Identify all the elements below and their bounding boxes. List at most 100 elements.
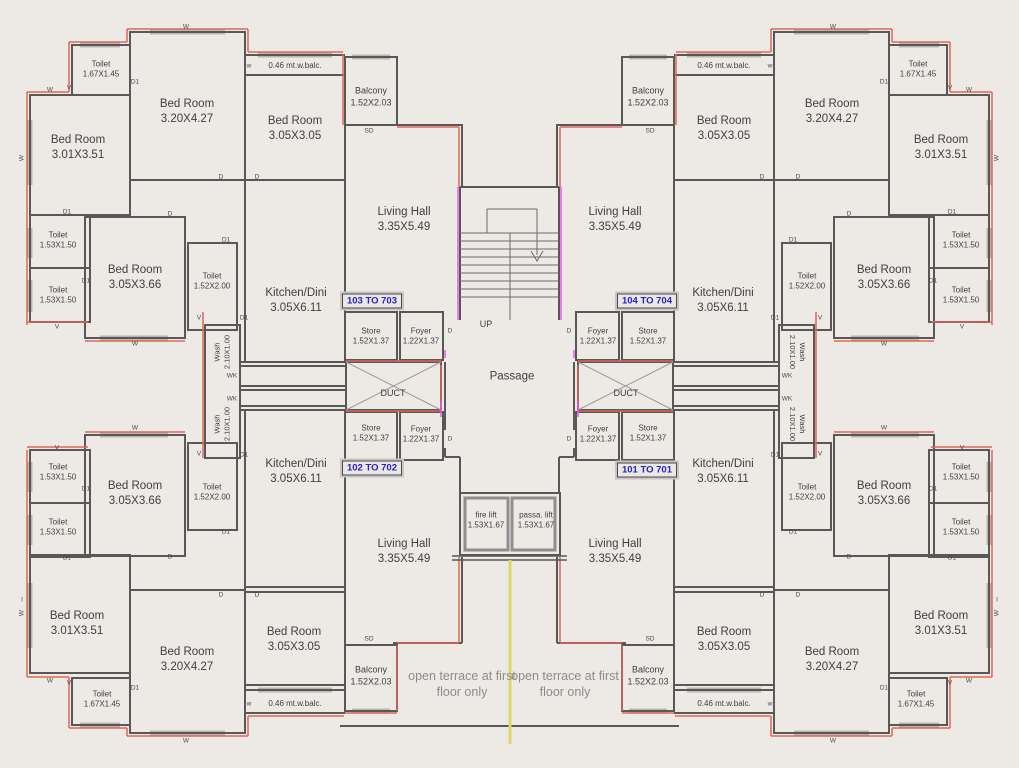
- vent-marker: V: [196, 450, 202, 458]
- column-marker: I: [21, 596, 23, 604]
- door-marker: D: [218, 173, 224, 181]
- door-marker-d1: D1: [130, 78, 140, 86]
- room-label-duct: DUCT: [380, 388, 406, 399]
- door-marker: D: [846, 553, 852, 561]
- door-marker-d1: D1: [947, 554, 957, 562]
- door-marker-d1: D1: [770, 314, 780, 322]
- window-marker: W: [993, 609, 1001, 617]
- window-marker: w: [246, 700, 252, 708]
- room-label-duct: DUCT: [613, 388, 639, 399]
- door-marker-d1: D1: [879, 78, 889, 86]
- window-marker: W: [131, 424, 139, 432]
- door-marker-d1: D1: [947, 208, 957, 216]
- vent-marker: V: [947, 84, 953, 92]
- unit-number-badge: 104 TO 704: [616, 293, 678, 309]
- window-marker: W: [993, 154, 1001, 162]
- window-marker: W: [182, 737, 190, 745]
- door-marker-d1: D1: [788, 528, 798, 536]
- door-marker: D: [167, 210, 173, 218]
- unit-number-badge: 102 TO 702: [341, 460, 403, 476]
- door-marker-d1: D1: [879, 684, 889, 692]
- door-marker: D: [447, 435, 453, 443]
- balcony-width-note: 0.46 mt.w.balc.: [697, 60, 751, 70]
- door-marker: D: [759, 173, 765, 181]
- vent-marker: V: [817, 314, 823, 322]
- vent-marker: V: [959, 444, 965, 452]
- door-marker-d1: D1: [239, 451, 249, 459]
- wk-marker: WK: [226, 372, 238, 380]
- door-marker-d1: D1: [239, 314, 249, 322]
- window-marker: W: [182, 23, 190, 31]
- wk-marker: WK: [781, 395, 793, 403]
- door-marker-d1: D1: [928, 485, 938, 493]
- vent-marker: V: [54, 444, 60, 452]
- vent-marker: V: [54, 323, 60, 331]
- window-marker: W: [880, 340, 888, 348]
- window-marker: W: [46, 86, 54, 94]
- door-marker-d1: D1: [81, 277, 91, 285]
- door-marker: D: [447, 327, 453, 335]
- door-marker-d1: D1: [81, 485, 91, 493]
- vent-marker: V: [196, 314, 202, 322]
- vent-marker: V: [959, 323, 965, 331]
- unit-number-badge: 101 TO 701: [616, 462, 678, 478]
- window-marker: W: [880, 424, 888, 432]
- door-marker: D: [759, 591, 765, 599]
- stairs-up-label: UP: [479, 319, 493, 330]
- sliding-door-marker: SD: [645, 127, 655, 135]
- balcony-width-note: 0.46 mt.w.balc.: [697, 698, 751, 708]
- vent-marker: V: [817, 450, 823, 458]
- window-marker: W: [131, 340, 139, 348]
- window-marker: W: [829, 737, 837, 745]
- door-marker: D: [167, 553, 173, 561]
- wk-marker: WK: [226, 395, 238, 403]
- window-marker: W: [829, 23, 837, 31]
- door-marker: D: [566, 327, 572, 335]
- door-marker-d1: D1: [221, 528, 231, 536]
- door-marker-d1: D1: [62, 208, 72, 216]
